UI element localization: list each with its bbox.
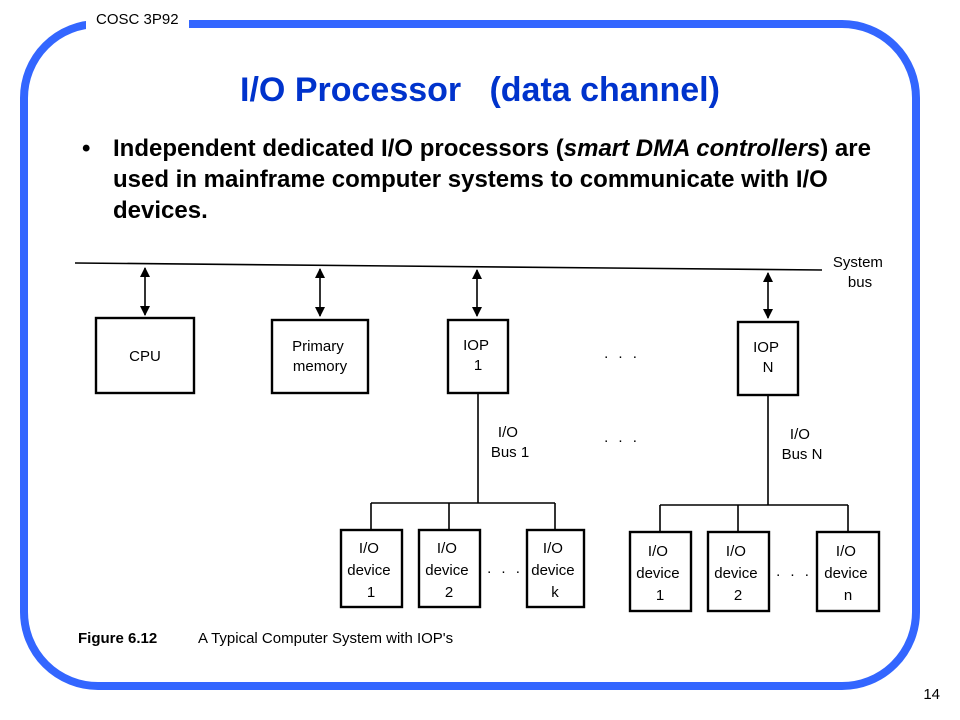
primary-memory-label: Primary memory	[292, 338, 348, 375]
io-device-k-bus-1: I/O device k	[525, 528, 586, 609]
io-bus-n: I/O Bus N	[659, 395, 849, 532]
bus-arrows	[140, 267, 773, 319]
bullet-text-end: ) are used in mainframe computer systems…	[113, 135, 871, 224]
slide-frame	[20, 20, 920, 690]
io-bus-1: I/O Bus 1	[370, 393, 556, 530]
device-ellipsis-bus-n: . . .	[776, 563, 812, 580]
system-bus: System bus	[74, 254, 887, 291]
io-device-1-bus-1: I/O device 1	[339, 528, 404, 609]
io-device-label: I/O device k	[531, 540, 579, 601]
io-device-label: I/O device 2	[425, 540, 473, 601]
figure-number: Figure 6.12	[78, 630, 157, 647]
figure-caption: A Typical Computer System with IOP's	[198, 630, 453, 647]
iop-ellipsis: . . .	[604, 345, 640, 362]
iop-1-label: IOP 1	[463, 337, 493, 374]
io-device-2-bus-1: I/O device 2	[417, 528, 482, 609]
cpu-box: CPU	[94, 316, 196, 395]
iop-n-label: IOP N	[753, 339, 783, 376]
iop-1-box: IOP 1	[446, 318, 510, 395]
io-bus-1-label: I/O Bus 1	[491, 424, 529, 461]
cpu-label: CPU	[129, 348, 161, 365]
bullet-text-italic: smart DMA controllers	[563, 135, 821, 162]
course-label: COSC 3P92	[86, 8, 189, 32]
slide-title: I/O Processor (data channel)	[240, 71, 720, 109]
io-device-label: I/O device n	[824, 543, 872, 604]
io-device-2-bus-n: I/O device 2	[706, 530, 771, 613]
primary-memory-box: Primary memory	[270, 318, 370, 395]
system-bus-label: System bus	[833, 254, 887, 291]
system-bus-line	[74, 262, 823, 271]
io-device-label: I/O device 1	[636, 543, 684, 604]
page-number: 14	[923, 686, 940, 703]
io-device-n-bus-n: I/O device n	[815, 530, 881, 613]
bus-ellipsis: . . .	[604, 429, 640, 446]
io-device-label: I/O device 1	[347, 540, 395, 601]
iop-n-box: IOP N	[736, 320, 800, 397]
bullet-text-start: Independent dedicated I/O processors (	[113, 135, 564, 162]
bullet-dot: •	[82, 135, 91, 162]
io-device-1-bus-n: I/O device 1	[628, 530, 693, 613]
bullet-text: Independent dedicated I/O processors (sm…	[113, 133, 883, 226]
io-bus-n-label: I/O Bus N	[782, 426, 823, 463]
device-ellipsis-bus-1: . . .	[487, 560, 523, 577]
io-device-label: I/O device 2	[714, 543, 762, 604]
